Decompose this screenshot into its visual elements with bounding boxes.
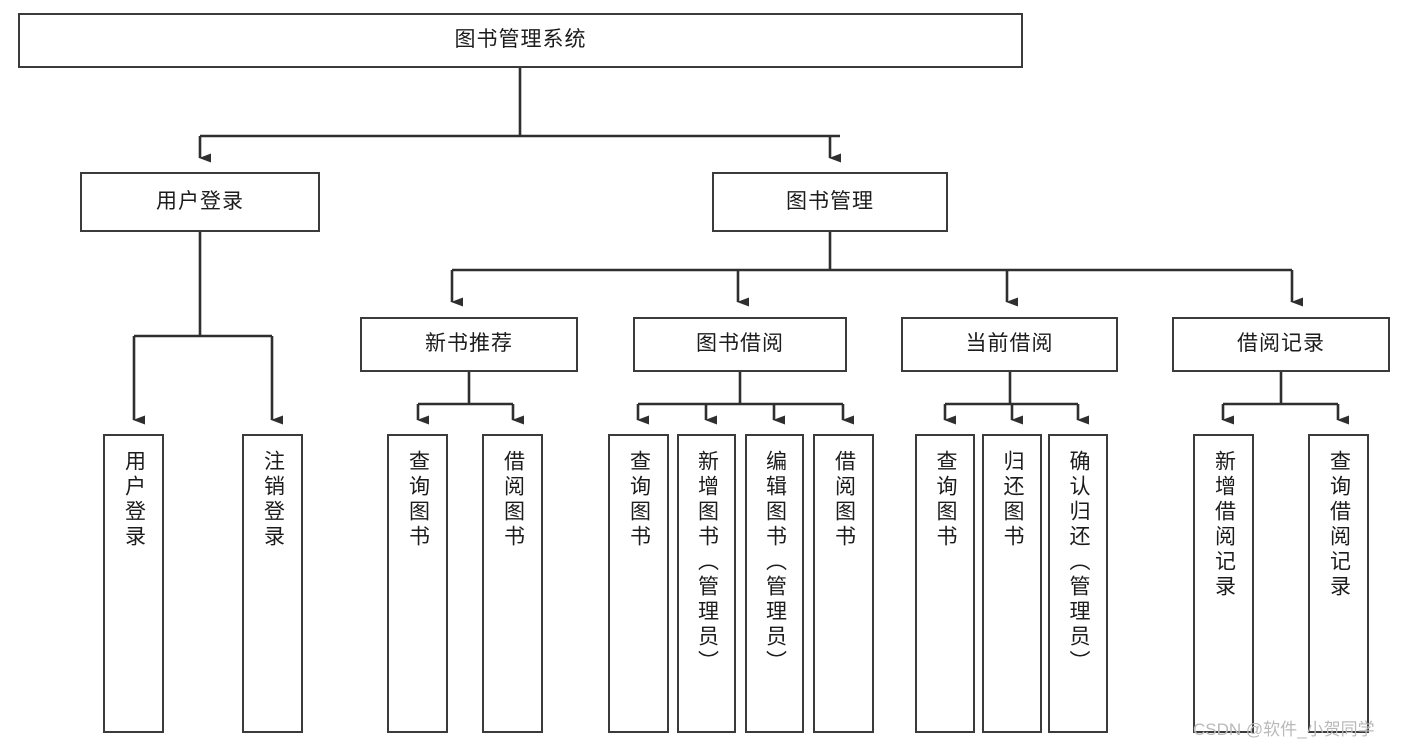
node-leaf-borrow-book-1-label: 借阅图书 <box>501 450 525 550</box>
watermark-text: CSDN @软件_小贺同学 <box>1193 720 1375 739</box>
node-leaf-confirm-return-label: 确认归还（管理员） <box>1067 450 1091 675</box>
node-leaf-return-book[interactable]: 归还图书 <box>982 434 1042 733</box>
node-leaf-query-book-1[interactable]: 查询图书 <box>387 434 448 733</box>
node-leaf-user-login[interactable]: 用户登录 <box>103 434 164 733</box>
node-user-login-label: 用户登录 <box>156 189 244 213</box>
node-leaf-query-record[interactable]: 查询借阅记录 <box>1308 434 1369 733</box>
node-leaf-borrow-book-1[interactable]: 借阅图书 <box>482 434 543 733</box>
node-leaf-edit-book-label: 编辑图书（管理员） <box>763 450 787 675</box>
node-leaf-query-book-2-label: 查询图书 <box>627 450 651 550</box>
node-leaf-query-record-label: 查询借阅记录 <box>1327 450 1351 600</box>
node-current-borrow[interactable]: 当前借阅 <box>901 317 1118 372</box>
node-root-label: 图书管理系统 <box>454 28 587 52</box>
node-leaf-add-record[interactable]: 新增借阅记录 <box>1193 434 1254 733</box>
node-leaf-user-logout[interactable]: 注销登录 <box>242 434 303 733</box>
node-borrow-record-label: 借阅记录 <box>1237 332 1325 356</box>
node-book-manage-label: 图书管理 <box>786 189 874 213</box>
node-leaf-query-book-1-label: 查询图书 <box>406 450 430 550</box>
node-current-borrow-label: 当前借阅 <box>965 332 1054 356</box>
node-leaf-add-book-label: 新增图书（管理员） <box>695 450 719 675</box>
node-book-manage[interactable]: 图书管理 <box>712 172 948 232</box>
node-book-borrow[interactable]: 图书借阅 <box>633 317 847 372</box>
node-new-book-recommend-label: 新书推荐 <box>425 332 513 356</box>
node-leaf-add-record-label: 新增借阅记录 <box>1212 450 1236 600</box>
node-leaf-user-login-label: 用户登录 <box>122 450 146 550</box>
node-new-book-recommend[interactable]: 新书推荐 <box>360 317 578 372</box>
node-root[interactable]: 图书管理系统 <box>18 13 1023 68</box>
node-leaf-query-book-3[interactable]: 查询图书 <box>915 434 975 733</box>
node-leaf-edit-book[interactable]: 编辑图书（管理员） <box>745 434 804 733</box>
node-borrow-record[interactable]: 借阅记录 <box>1172 317 1390 372</box>
node-leaf-return-book-label: 归还图书 <box>1001 450 1025 550</box>
node-user-login[interactable]: 用户登录 <box>80 172 320 232</box>
node-leaf-confirm-return[interactable]: 确认归还（管理员） <box>1048 434 1108 733</box>
node-leaf-query-book-3-label: 查询图书 <box>934 450 958 550</box>
node-leaf-user-logout-label: 注销登录 <box>261 450 285 550</box>
node-leaf-borrow-book-2[interactable]: 借阅图书 <box>813 434 874 733</box>
node-leaf-borrow-book-2-label: 借阅图书 <box>832 450 856 550</box>
node-leaf-query-book-2[interactable]: 查询图书 <box>608 434 669 733</box>
node-leaf-add-book[interactable]: 新增图书（管理员） <box>677 434 736 733</box>
node-book-borrow-label: 图书借阅 <box>696 332 784 356</box>
